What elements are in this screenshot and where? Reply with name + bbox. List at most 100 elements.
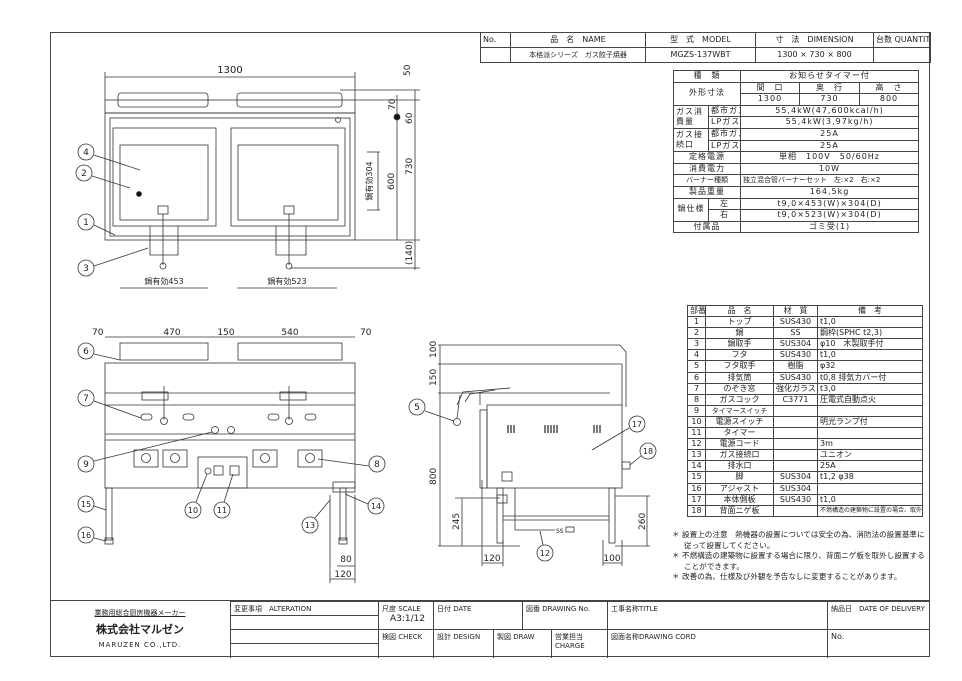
spec-label: 奥 行	[799, 81, 860, 95]
spec-label: ガス接続口	[673, 127, 709, 153]
svg-text:9: 9	[83, 460, 89, 470]
balloon-3: 3	[77, 247, 149, 277]
spec-value: 単相 100V 50/60Hz	[739, 151, 920, 164]
part-number: 12	[687, 438, 706, 451]
charge-label: 営業担当CHARGE	[551, 629, 607, 658]
dim-f120: 120	[334, 570, 351, 580]
spec-label: 都市ガス	[708, 104, 741, 118]
part-name: 電源スイッチ	[705, 415, 774, 429]
spec-value: 164,5kg	[739, 185, 920, 199]
cord-label: SS	[556, 528, 564, 535]
balloon-2: 2	[75, 164, 131, 189]
spec-value: 10W	[739, 162, 920, 176]
dim-600: 600	[387, 173, 397, 190]
dim-730: 730	[405, 158, 415, 175]
delivery-label: 納品日 DATE OF DELIVERY	[827, 601, 930, 629]
part-remarks: t1,2 φ38	[817, 471, 923, 484]
spec-label: 外形寸法	[673, 81, 741, 106]
svg-text:8: 8	[374, 460, 380, 470]
part-name: のぞき窓	[705, 382, 774, 395]
part-number: 18	[687, 504, 706, 517]
svg-text:6: 6	[83, 347, 89, 357]
company-name-en: MARUZEN CO.,LTD.	[98, 641, 182, 649]
drawing-cord-label: 図面名称DRAWING CORD	[607, 629, 827, 658]
part-number: 2	[687, 327, 706, 340]
spec-value: 730	[799, 93, 860, 106]
dim-50: 50	[403, 64, 413, 76]
balloon-16: 16	[77, 526, 107, 544]
title-label: 工事名称TITLE	[607, 601, 827, 629]
balloon-15: 15	[77, 495, 107, 513]
dim-s120: 120	[483, 554, 500, 564]
part-number: 7	[687, 382, 706, 395]
svg-text:5: 5	[414, 403, 420, 413]
title-table: No. 品 名 NAME 型 式 MODEL 寸 法 DIMENSION 台数 …	[480, 32, 931, 63]
part-remarks: 不燃構造の建築物に設置の場合、取外し可	[817, 504, 923, 517]
dim-f470: 470	[163, 328, 180, 338]
spec-label: 右	[708, 209, 741, 222]
part-name: フタ取手	[705, 360, 774, 373]
part-number: 3	[687, 338, 706, 351]
balloon-6: 6	[77, 342, 121, 361]
part-material: SUS430	[773, 316, 818, 329]
balloon-7: 7	[77, 389, 142, 419]
dim-pan-right: 鍋有効523	[267, 276, 306, 286]
part-remarks: φ32	[817, 360, 923, 373]
scale-value: A3:1/12	[390, 614, 426, 624]
balloon-18: 18	[629, 442, 657, 466]
spec-label: 付属品	[673, 220, 741, 234]
parts-header: 品 名	[705, 304, 774, 318]
spec-value: 1300	[740, 93, 800, 106]
balloon-9: 9	[77, 431, 213, 473]
svg-text:11: 11	[217, 506, 227, 515]
parts-header: 部番	[687, 304, 706, 318]
gas-cock-knobs	[133, 449, 323, 468]
part-number: 17	[687, 493, 706, 506]
svg-text:18: 18	[643, 447, 653, 456]
part-number: 8	[687, 393, 706, 406]
part-remarks: t1,0	[817, 493, 923, 506]
header-quantity: 台数 QUANTITY	[873, 32, 931, 48]
part-number: 6	[687, 371, 706, 384]
part-remarks: t1,0	[817, 316, 923, 329]
part-name: 電源コード	[705, 438, 774, 451]
svg-text:4: 4	[83, 148, 89, 158]
header-name: 品 名 NAME	[510, 32, 646, 48]
dim-s260: 260	[638, 513, 648, 530]
balloon-14: 14	[344, 493, 385, 515]
date-label: 日付 DATE	[433, 601, 522, 629]
part-material: SUS430	[773, 349, 818, 362]
part-number: 14	[687, 460, 706, 473]
part-name: アジャスト	[705, 482, 774, 495]
dim-60: 60	[405, 112, 415, 124]
balloon-13: 13	[301, 499, 331, 534]
part-name: 脚	[705, 471, 774, 484]
spec-label: LPガス	[708, 139, 741, 153]
no-label: No.	[827, 629, 930, 658]
spec-label: 種 類	[673, 70, 741, 83]
note: ＊ 改善の為、仕様及び外観を予告なしに変更することがあります。	[672, 572, 902, 581]
spec-value: 55,4kW(3,97kg/h)	[739, 116, 920, 129]
spec-label: 高 さ	[858, 81, 920, 95]
spec-label: LPガス	[708, 116, 741, 129]
design-label: 設計 DESIGN	[433, 629, 493, 658]
spec-label: 消費電力	[673, 162, 741, 176]
dim-s150: 150	[429, 369, 439, 386]
value-dimension: 1300 × 730 × 800	[755, 47, 874, 63]
part-remarks: 圧電式自動点火	[817, 393, 923, 406]
alteration-row	[230, 629, 378, 643]
part-number: 10	[687, 415, 706, 429]
dim-f70a: 70	[92, 328, 104, 338]
spec-label: 定格電源	[673, 151, 741, 164]
part-remarks: t1,0	[817, 349, 923, 362]
spec-label: 鍋仕様	[673, 197, 709, 222]
spec-value: ゴミ受(1)	[739, 220, 920, 234]
